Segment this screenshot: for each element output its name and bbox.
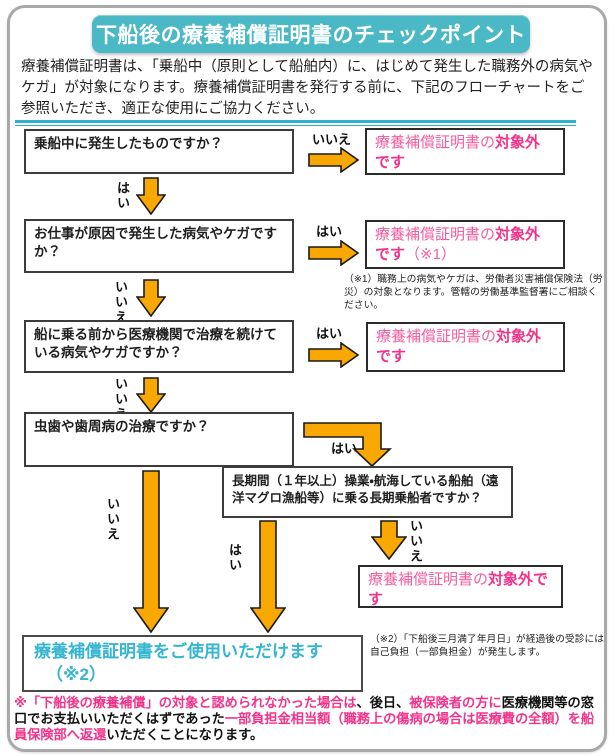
question-box-1: 乗船中に発生したものですか？	[24, 129, 294, 174]
down-arrow-icon	[136, 177, 166, 215]
question-text-5: 長期間（１年以上）操業・航海している船舶（遠洋マグロ漁船等）に乗る長期乗船者です…	[232, 474, 499, 505]
down-arrow-icon	[371, 520, 407, 560]
section-divider	[15, 120, 576, 126]
final-result-box: 療養補償証明書をご使用いただけます （※2）	[22, 635, 363, 692]
footer-warning: ※「下船後の療養補償」の対象と認められなかった場合は、後日、被保険者の方に医療機…	[14, 695, 606, 743]
result-box-excluded-4: 療養補償証明書の対象外です	[358, 565, 563, 608]
long-down-arrow-icon	[133, 470, 169, 633]
label-yes-2: はい	[316, 224, 343, 239]
intro-text: 療養補償証明書は、「乗船中（原則として船舶内）に、はじめて発生した職務外の病気や…	[21, 59, 593, 118]
footer-segment: 、後日、	[356, 695, 410, 710]
footer-segment: 医療機関等の窓口でお支払いいただくはずであった	[14, 695, 594, 727]
label-no-down-2: いいえ	[113, 280, 128, 325]
result-box-excluded-1: 療養補償証明書の対象外です	[365, 128, 565, 175]
footer-segment: 被保険者の方に	[409, 695, 502, 710]
result-text-bold: 対象外です	[375, 134, 541, 171]
final-result-line1: 療養補償証明書をご使用いただけます	[34, 642, 323, 661]
result-text: 療養補償証明書の	[376, 328, 497, 345]
label-yes-elbow: はい	[331, 441, 358, 456]
footer-segment: いただくことになります。	[106, 727, 264, 743]
down-arrow-icon	[136, 377, 166, 413]
right-arrow-icon	[308, 240, 360, 266]
label-no-down-3: いいえ	[113, 377, 128, 422]
result-text: 療養補償証明書の	[375, 134, 496, 151]
long-down-arrow-icon	[250, 520, 286, 633]
note-2: （※2）「下船後三月満了年月日」が経過後の受診には自己負担（一部負担金）が発生し…	[370, 634, 605, 659]
question-box-3: 船に乗る前から医療機関で治療を続けている病気やケガですか？	[24, 320, 294, 373]
footer-segment: ※「下船後の療養補償」の対象と認められなかった場合は	[14, 695, 357, 710]
question-box-4: 虫歯や歯周病の治療ですか？	[24, 412, 294, 467]
result-text: 療養補償証明書の	[375, 226, 496, 243]
result-box-excluded-3: 療養補償証明書の対象外です	[366, 322, 565, 372]
right-arrow-icon	[308, 342, 360, 368]
result-text-bold: 対象外です	[368, 571, 549, 608]
result-note-ref: （※1）	[405, 245, 456, 263]
elbow-arrow-icon	[303, 421, 395, 467]
question-text-1: 乗船中に発生したものですか？	[34, 136, 223, 151]
right-arrow-icon	[308, 147, 360, 173]
question-text-4: 虫歯や歯周病の治療ですか？	[34, 419, 210, 434]
label-no-down-5: いいえ	[408, 519, 423, 564]
label-yes-down-1: はい	[115, 181, 130, 211]
question-box-2: お仕事が原因で発生した病気やケガですか？	[24, 219, 294, 273]
result-text-bold: 対象外です	[375, 226, 541, 263]
label-no-down-4: いいえ	[105, 497, 120, 542]
footer-segment: 一部負担金相当額（職務上の傷病の場合は医療費の全額）を船員保険部へ返還	[14, 711, 595, 743]
question-text-3: 船に乗る前から医療機関で治療を続けている病気やケガですか？	[34, 327, 277, 361]
label-no-1: いいえ	[312, 132, 352, 147]
final-result-line2: （※2）	[46, 664, 106, 684]
question-box-5: 長期間（１年以上）操業・航海している船舶（遠洋マグロ漁船等）に乗る長期乗船者です…	[222, 466, 513, 518]
note-1: （※1）職務上の病気やケガは、労働者災害補償保険法（労災）の対象となります。管轄…	[344, 274, 603, 312]
result-text-bold: 対象外です	[376, 328, 542, 365]
question-text-2: お仕事が原因で発生した病気やケガですか？	[34, 226, 277, 260]
title-banner: 下船後の療養補償証明書のチェックポイント	[92, 15, 530, 53]
label-yes-down-5: はい	[227, 543, 242, 573]
label-yes-3: はい	[316, 326, 343, 341]
down-arrow-icon	[136, 279, 166, 317]
result-text: 療養補償証明書の	[368, 571, 489, 588]
page-title: 下船後の療養補償証明書のチェックポイント	[96, 24, 526, 47]
result-box-excluded-2: 療養補償証明書の対象外です（※1）	[365, 220, 565, 269]
